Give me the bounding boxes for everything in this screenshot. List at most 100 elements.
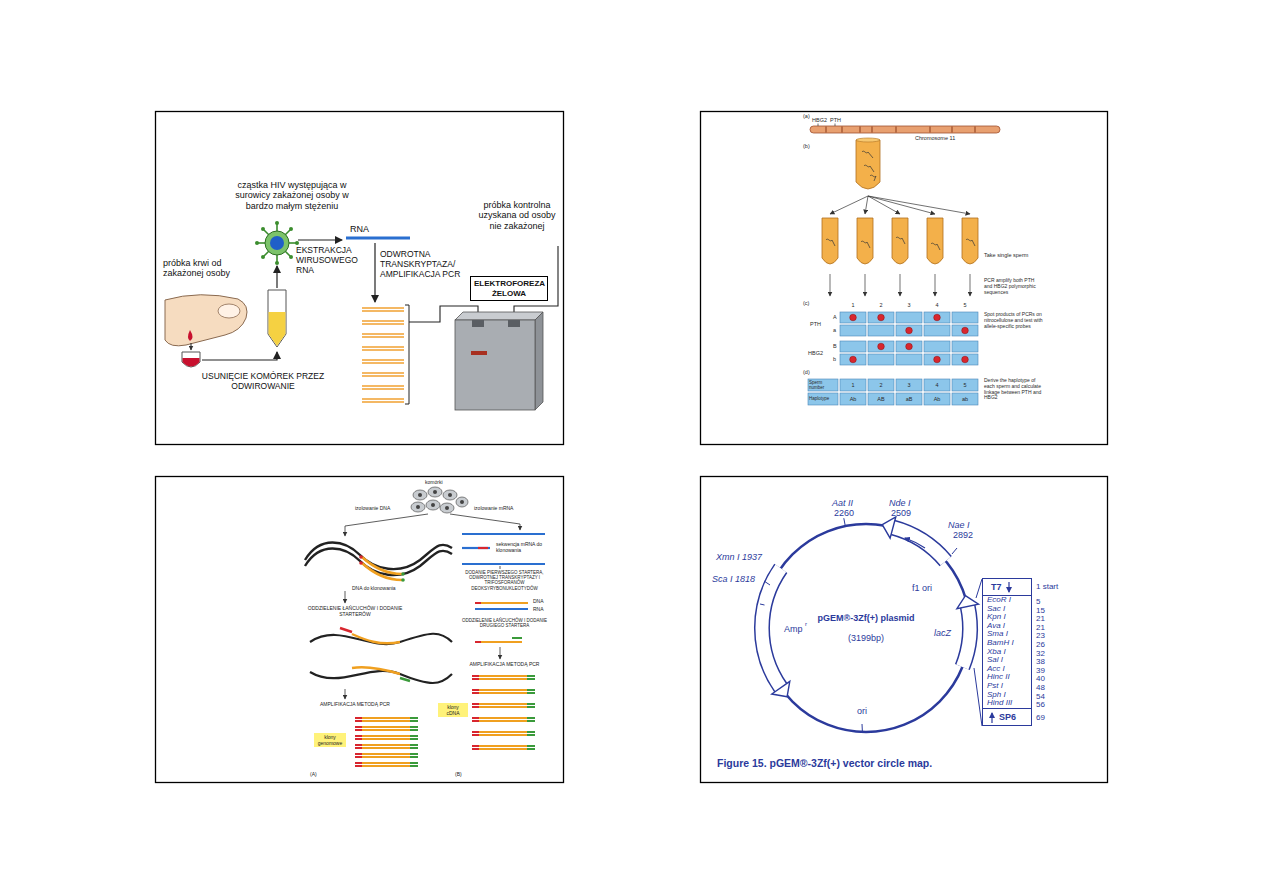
label-text: 4 bbox=[925, 382, 949, 388]
label-text: 5 bbox=[1036, 597, 1040, 606]
label-text: 1 start bbox=[1036, 582, 1058, 591]
node-text: Sph I bbox=[983, 691, 1031, 700]
label-text: DODANIE PIERWSZEGO STARTERA, ODWROTNEJ T… bbox=[452, 570, 557, 591]
label-text: ODDZIELENIE ŁAŃCUCHÓW I DODANIE DRUGIEGO… bbox=[452, 618, 557, 628]
label-text: 2509 bbox=[891, 508, 911, 518]
label-text: 3 bbox=[904, 302, 914, 308]
label-text: 56 bbox=[1036, 700, 1045, 709]
label-text: Sperm number bbox=[809, 380, 838, 390]
label-text: 69 bbox=[1036, 713, 1045, 722]
label-text: B bbox=[833, 343, 837, 349]
label-text: izolowanie mRNA bbox=[474, 506, 513, 512]
label-text: Spot products of PCRs on nitrocellulose … bbox=[984, 312, 1044, 329]
label-text: USUNIĘCIE KOMÓREK PRZEZ ODWIROWANIE bbox=[188, 372, 338, 392]
label-text: 1 bbox=[841, 382, 865, 388]
label-text: sekwencja mRNA do klonowania bbox=[496, 542, 548, 554]
label-text: 39 bbox=[1036, 666, 1045, 675]
gel-box: ELEKTROFOREZA ŻELOWA bbox=[470, 276, 548, 301]
label-text: 1 bbox=[848, 302, 858, 308]
node-text: Sma I bbox=[983, 630, 1031, 639]
label-text: (b) bbox=[803, 143, 810, 149]
node-text: SP6 bbox=[983, 708, 1031, 725]
label-text: próbka krwi od zakażonej osoby bbox=[163, 258, 235, 279]
hiv-test-illustration bbox=[165, 221, 558, 410]
node-text: T7 bbox=[983, 579, 1031, 596]
node-text: ELEKTROFOREZA ŻELOWA bbox=[474, 279, 544, 298]
label-text: 2 bbox=[876, 302, 886, 308]
label-text: 15 bbox=[1036, 606, 1045, 615]
label-text: PTH bbox=[810, 321, 821, 327]
label-text: HBG2 bbox=[812, 117, 827, 123]
label-text: 26 bbox=[1036, 640, 1045, 649]
clone-box: klony genomowe bbox=[314, 733, 346, 747]
label-text: Take single sperm bbox=[984, 252, 1028, 258]
label-text: pGEM®-3Zf(+) plasmid bbox=[806, 613, 926, 623]
node-text: EcoR I bbox=[983, 596, 1031, 605]
label-text: b bbox=[833, 356, 836, 362]
label-text: A bbox=[833, 314, 837, 320]
label-text: Haplotype bbox=[809, 396, 838, 401]
label-text: Ab bbox=[841, 396, 865, 402]
label-text: Ab bbox=[925, 396, 949, 402]
label-text: Xmn I 1937 bbox=[716, 552, 762, 562]
label-text: HBG2 bbox=[808, 350, 823, 356]
label-text: ODWROTNA TRANSKRYPTAZA/ AMPLIFIKACJA PCR bbox=[380, 250, 468, 279]
label-text: 21 bbox=[1036, 623, 1045, 632]
label-text: a bbox=[833, 327, 836, 333]
label-text: (3199bp) bbox=[806, 633, 926, 643]
plasmid-map bbox=[760, 517, 1009, 732]
label-text: 2260 bbox=[834, 508, 854, 518]
label-text: 40 bbox=[1036, 674, 1045, 683]
panel-frames bbox=[156, 112, 1108, 783]
label-text: 5 bbox=[953, 382, 977, 388]
label-text: ab bbox=[953, 396, 977, 402]
label-text: komórki bbox=[425, 480, 443, 486]
label-text: 48 bbox=[1036, 683, 1045, 692]
label-text: (d) bbox=[803, 369, 810, 375]
label-text: Amp bbox=[784, 624, 803, 634]
label-text: 3 bbox=[897, 382, 921, 388]
label-text: DNA bbox=[533, 599, 544, 605]
label-text: 32 bbox=[1036, 649, 1045, 658]
label-text: AMPLIFIKACJA METODĄ PCR bbox=[452, 662, 557, 668]
node-text: BamH I bbox=[983, 639, 1031, 648]
label-text: RNA bbox=[350, 224, 369, 234]
label-text: ori bbox=[857, 706, 867, 716]
label-text: (A) bbox=[310, 772, 317, 778]
label-text: Aat II bbox=[832, 498, 853, 508]
label-text: Sca I 1818 bbox=[712, 574, 755, 584]
node-text: Xba I bbox=[983, 648, 1031, 657]
label-text: PTH bbox=[830, 117, 841, 123]
figure-caption: Figure 15. pGEM®-3Zf(+) vector circle ma… bbox=[717, 757, 932, 769]
node-text: Sal I bbox=[983, 656, 1031, 665]
label-text: f1 ori bbox=[912, 583, 932, 593]
label-text: EKSTRAKCJA WIRUSOWEGO RNA bbox=[296, 246, 368, 275]
node-text: klony genomowe bbox=[316, 734, 344, 746]
label-text: (B) bbox=[455, 772, 462, 778]
label-text: 21 bbox=[1036, 614, 1045, 623]
clone-box: klony cDNA bbox=[438, 703, 468, 717]
label-text: (c) bbox=[803, 300, 809, 306]
label-text: Derive the haplotype of each sperm and c… bbox=[984, 378, 1044, 401]
label-text: lacZ bbox=[934, 628, 951, 638]
node-text: Pst I bbox=[983, 682, 1031, 691]
node-text: Ava I bbox=[983, 622, 1031, 631]
label-text: (a) bbox=[803, 113, 810, 119]
label-text: próbka kontrolna uzyskana od osoby nie z… bbox=[476, 200, 558, 231]
cloning-site-box: T7EcoR ISac IKpn IAva ISma IBamH IXba IS… bbox=[982, 578, 1032, 726]
label-text: AMPLIFIKACJA METODĄ PCR bbox=[300, 702, 410, 708]
node-text: Hind III bbox=[983, 699, 1031, 708]
label-text: r bbox=[805, 621, 807, 628]
node-text: Kpn I bbox=[983, 613, 1031, 622]
label-text: Chromosome 11 bbox=[915, 135, 955, 141]
label-text: DNA do klonowania bbox=[352, 586, 396, 592]
node-text: Acc I bbox=[983, 665, 1031, 674]
node-text: Sac I bbox=[983, 605, 1031, 614]
label-text: 5 bbox=[960, 302, 970, 308]
label-text: Nae I bbox=[948, 520, 970, 530]
label-text: ODDZIELENIE ŁAŃCUCHÓW I DODANIE STARTERÓ… bbox=[300, 606, 410, 618]
label-text: cząstka HIV występująca w surowicy zakaż… bbox=[232, 180, 352, 211]
